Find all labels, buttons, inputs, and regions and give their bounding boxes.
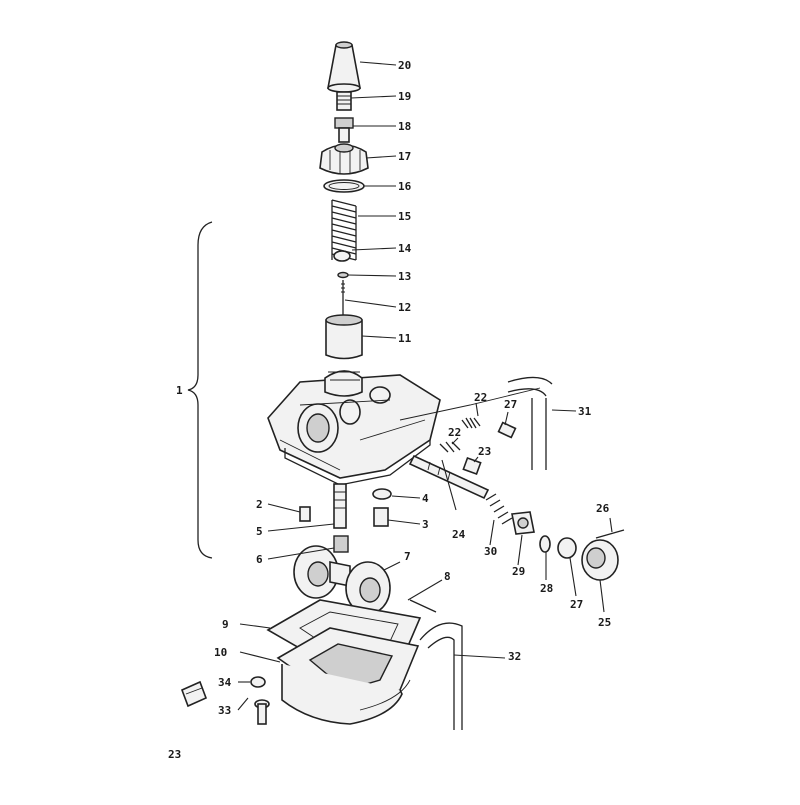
part-8-float-pin — [409, 599, 437, 613]
label-part-25: 25 — [598, 616, 611, 629]
label-part-27-lower: 27 — [570, 598, 583, 611]
label-part-34: 34 — [218, 676, 232, 689]
part-19-adjuster — [336, 91, 352, 111]
part-5-needle-jet — [333, 483, 347, 529]
carburetor-body — [267, 370, 541, 486]
label-part-15: 15 — [398, 210, 411, 223]
label-part-5: 5 — [256, 525, 263, 538]
part-17-top-cover — [319, 143, 369, 175]
part-6-main-jet — [333, 535, 349, 553]
part-14-retainer — [333, 250, 351, 262]
label-part-13: 13 — [398, 270, 411, 283]
assembly-bracket — [187, 221, 213, 559]
part-11-throttle-valve — [325, 314, 363, 360]
leader-lines — [237, 61, 613, 711]
label-part-28: 28 — [540, 582, 553, 595]
label-part-18: 18 — [398, 120, 411, 133]
part-34-washer — [250, 676, 266, 688]
part-31-hose — [507, 376, 553, 470]
label-part-27-upper: 27 — [504, 398, 517, 411]
label-part-7: 7 — [404, 550, 411, 563]
part-3-pilot-jet — [373, 507, 389, 527]
part-30-spring — [485, 493, 513, 525]
part-29-nut — [511, 511, 535, 535]
label-part-1: 1 — [176, 384, 183, 397]
part-7-float — [293, 545, 391, 615]
label-part-3: 3 — [422, 518, 429, 531]
label-part-29: 29 — [512, 565, 525, 578]
label-part-30: 30 — [484, 545, 497, 558]
label-part-33: 33 — [218, 704, 231, 717]
label-part-10: 10 — [214, 646, 227, 659]
part-labels: 20 19 18 17 16 15 14 13 12 11 1 22 27 31… — [168, 59, 611, 761]
part-27-collar — [557, 537, 577, 559]
label-part-24: 24 — [452, 528, 466, 541]
small-clip-detail — [180, 680, 208, 708]
label-part-14: 14 — [398, 242, 412, 255]
label-part-31: 31 — [578, 405, 592, 418]
label-part-19: 19 — [398, 90, 411, 103]
label-part-9: 9 — [222, 618, 229, 631]
part-4-o-ring — [372, 488, 392, 500]
part-24-throttle-stop-screw — [408, 454, 490, 500]
label-part-4: 4 — [422, 492, 429, 505]
part-12-needle — [341, 280, 345, 318]
label-part-23: 23 — [478, 445, 491, 458]
label-part-26: 26 — [596, 502, 610, 515]
part-10-float-bowl — [276, 627, 420, 725]
part-21-screw — [497, 421, 517, 439]
label-part-2: 2 — [256, 498, 263, 511]
label-part-17: 17 — [398, 150, 411, 163]
label-part-6-jet: 6 — [256, 553, 263, 566]
label-part-16: 16 — [398, 180, 412, 193]
label-part-32: 32 — [508, 650, 521, 663]
label-part-8: 8 — [444, 570, 451, 583]
part-16-gasket-ring — [323, 179, 365, 193]
part-22-spring-upper — [461, 417, 481, 429]
part-33-screw — [254, 699, 270, 725]
label-part-20: 20 — [398, 59, 411, 72]
part-26-pin — [595, 529, 625, 539]
part-20-cap — [327, 41, 361, 93]
part-2-jet — [299, 506, 311, 522]
label-part-11: 11 — [398, 332, 412, 345]
part-32-hose — [419, 622, 463, 730]
part-25-knob — [581, 539, 619, 581]
label-part-22-upper: 22 — [474, 391, 487, 404]
part-23-plug — [462, 456, 482, 476]
page-number: 23 — [168, 748, 181, 761]
part-13-clip — [337, 271, 349, 279]
part-18-locknut — [334, 117, 354, 143]
part-22-spring-lower — [439, 441, 461, 453]
label-part-22-lower: 22 — [448, 426, 461, 439]
label-part-12: 12 — [398, 301, 411, 314]
part-28-washer — [539, 535, 551, 553]
